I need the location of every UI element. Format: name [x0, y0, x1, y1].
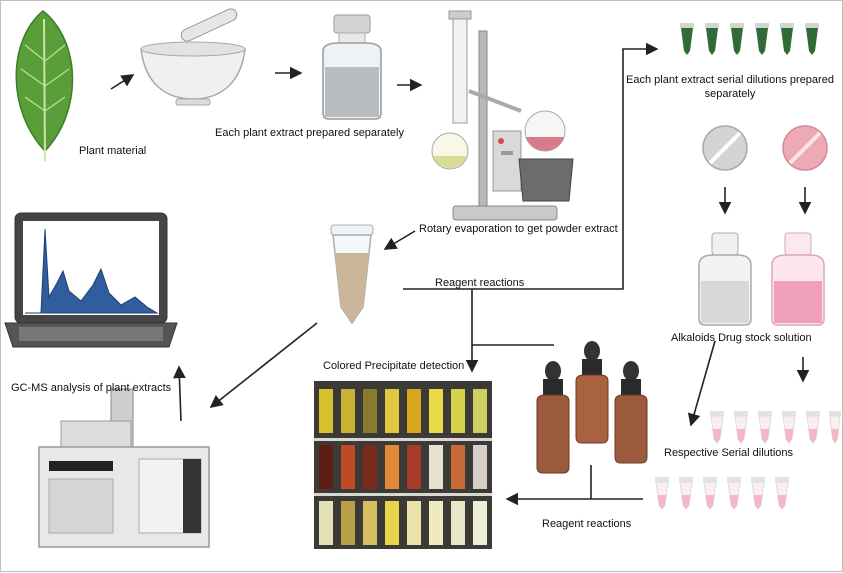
pink-pill-icon	[782, 125, 828, 171]
extract-bottle-icon	[322, 14, 382, 120]
precipitate-photo	[314, 381, 492, 549]
label-reagent-reactions-top: Reagent reactions	[435, 277, 525, 289]
label-colored-precipitate: Colored Precipitate detection	[323, 360, 465, 372]
amber-dropper-bottles-icon	[536, 341, 648, 474]
pink-stock-bottle-icon	[771, 232, 825, 326]
gc-ms-instrument-icon	[38, 388, 210, 548]
flow-arrows	[110, 42, 812, 506]
grey-pill-icon	[702, 125, 748, 171]
mortar-pestle-icon	[140, 8, 246, 106]
label-reagent-reactions-bottom: Reagent reactions	[542, 518, 632, 530]
label-serial-dilutions-prepared: Each plant extract serial dilutions prep…	[626, 74, 834, 100]
label-respective-dilutions: Respective Serial dilutions	[664, 447, 794, 459]
leaf-icon	[15, 10, 74, 162]
label-gcms-analysis: GC-MS analysis of plant extracts	[11, 382, 172, 394]
label-rotary-evaporation: Rotary evaporation to get powder extract	[419, 223, 618, 235]
pink-dilution-tubes-upper-icon	[710, 411, 841, 444]
rotary-evaporator-icon	[431, 10, 574, 221]
powder-extract-tube-icon	[330, 224, 374, 325]
label-plant-material: Plant material	[79, 145, 147, 157]
pink-dilution-tubes-lower-icon	[655, 477, 789, 510]
label-alkaloids-stock: Alkaloids Drug stock solution	[671, 332, 812, 344]
label-extract-prepared: Each plant extract prepared separately	[215, 127, 404, 139]
grey-stock-bottle-icon	[698, 232, 752, 326]
laptop-chromatogram-icon	[4, 212, 178, 348]
green-dilution-tubes-icon	[680, 23, 819, 55]
